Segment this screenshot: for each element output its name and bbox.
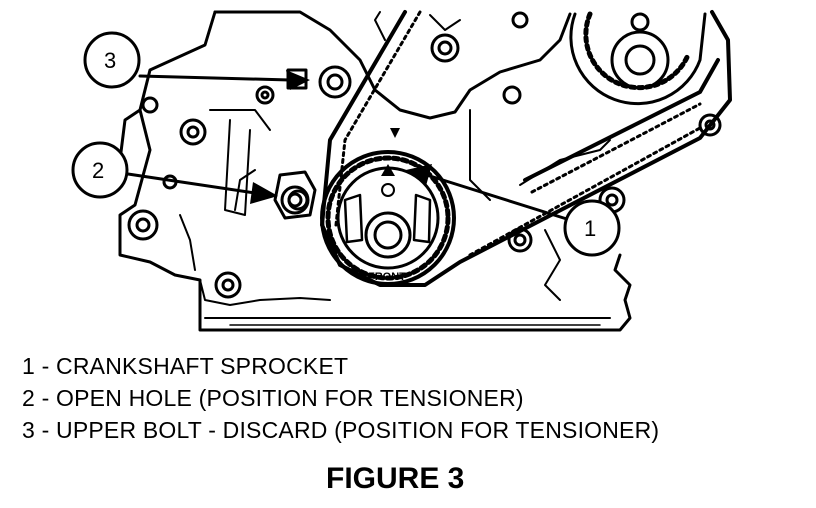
figure-caption: FIGURE 3: [326, 462, 465, 495]
callout-1-number: 1: [584, 216, 596, 241]
callout-leaders: [126, 70, 572, 222]
block-bolts: [127, 11, 722, 299]
callout-1: 1: [563, 199, 621, 257]
legend: 1 - CRANKSHAFT SPROCKET 2 - OPEN HOLE (P…: [22, 350, 659, 446]
legend-item-open-hole: 2 - OPEN HOLE (POSITION FOR TENSIONER): [22, 385, 524, 411]
sprocket-front-label: FRONT: [368, 271, 406, 283]
legend-item-upper-bolt: 3 - UPPER BOLT - DISCARD (POSITION FOR T…: [22, 417, 660, 443]
callout-3-number: 3: [104, 48, 116, 73]
engine-timing-diagram: FRONT 3 2 1: [71, 10, 732, 332]
timing-mark-icon: [390, 128, 400, 138]
legend-item-crankshaft-sprocket: 1 - CRANKSHAFT SPROCKET: [22, 353, 349, 379]
camshaft-sprocket: [569, 11, 707, 106]
timing-belt: [320, 10, 732, 287]
callout-3: 3: [83, 31, 141, 89]
crankshaft-sprocket: FRONT: [320, 150, 456, 286]
callout-2: 2: [71, 141, 129, 199]
tensioner-boss: [273, 170, 317, 220]
callout-2-number: 2: [92, 158, 104, 183]
